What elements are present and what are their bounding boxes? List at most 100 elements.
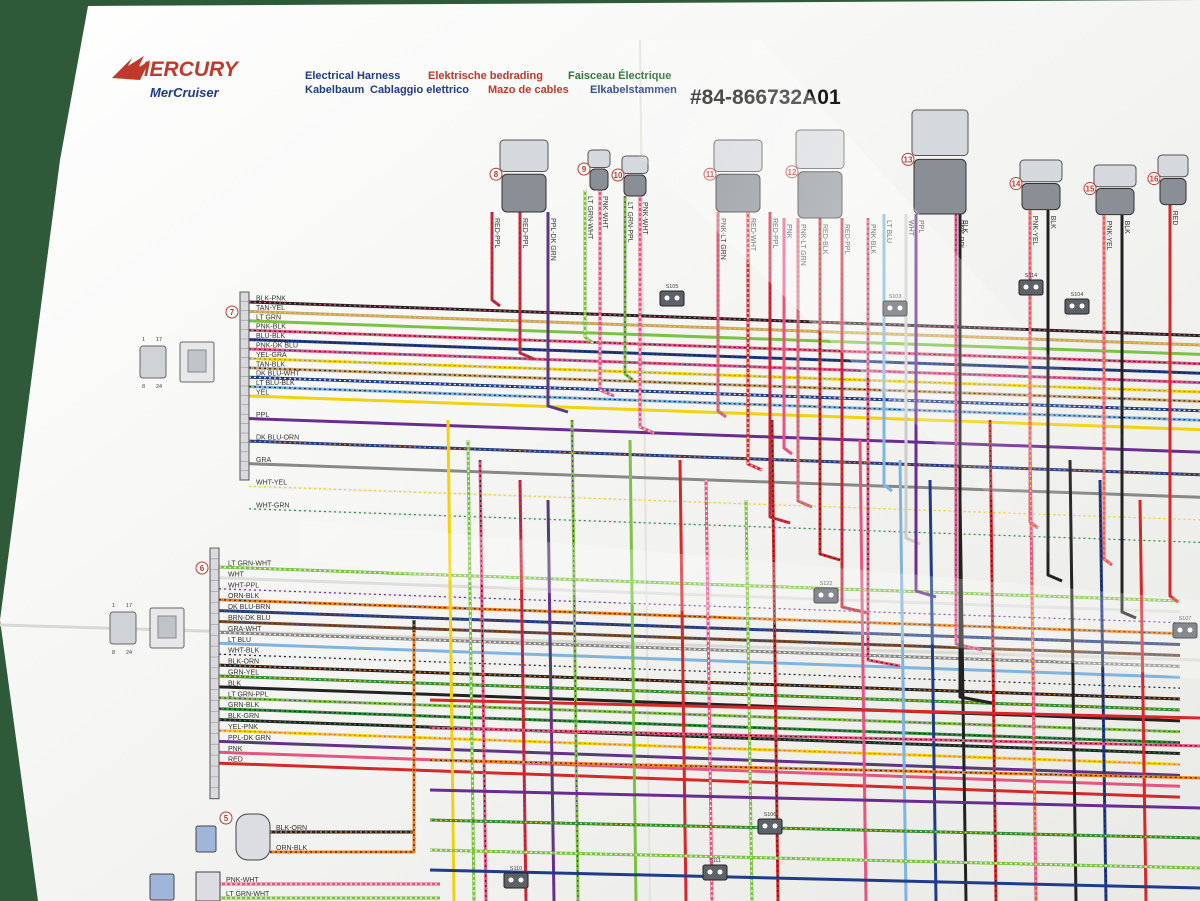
wire-label: PNK-YEL bbox=[1105, 221, 1112, 251]
wire-yel-pnk bbox=[218, 729, 1181, 766]
wire-label: PNK-BLK bbox=[256, 324, 286, 331]
splice-s106: S106 bbox=[757, 812, 783, 835]
wire-label: WHT-BLK bbox=[228, 648, 259, 655]
harness-run-6 bbox=[429, 868, 1200, 890]
harness-run-1 bbox=[429, 726, 1200, 748]
pin-range-bottom-end: 24 bbox=[156, 384, 162, 390]
wire-label: PNK-LT GRN bbox=[719, 218, 726, 260]
drop-wire-12-1 bbox=[796, 218, 813, 509]
wire-label: LT BLU bbox=[228, 637, 251, 644]
pin-strip bbox=[209, 547, 220, 800]
wire-label: PNK-DK BLU bbox=[256, 343, 298, 350]
pin-block-icon bbox=[1021, 183, 1061, 211]
plug-housing-icon bbox=[911, 109, 969, 156]
wire-label: TAN-YEL bbox=[256, 305, 285, 312]
wire-tan-yel bbox=[248, 309, 1200, 347]
wire-label: DK BLU-ORN bbox=[256, 435, 299, 442]
wire-lt-blu bbox=[218, 641, 1181, 679]
wire-pnk bbox=[218, 750, 1181, 788]
trunk-wire-11 bbox=[858, 439, 868, 901]
plug-housing-icon bbox=[1157, 154, 1189, 178]
plug-housing-icon bbox=[621, 155, 649, 174]
connector-number-badge bbox=[195, 561, 209, 575]
harness-run-5 bbox=[429, 848, 1200, 870]
pin-block-icon bbox=[1095, 188, 1135, 216]
wire-label: BLK bbox=[1123, 221, 1130, 235]
wire-label: DK BLU-WHT bbox=[256, 371, 300, 378]
pin-range-bottom-end: 24 bbox=[126, 650, 132, 656]
wire-label: GRA bbox=[256, 457, 272, 464]
trunk-wire-9 bbox=[744, 499, 754, 901]
plug-housing-icon bbox=[499, 139, 549, 172]
splice-s111: S111 bbox=[702, 858, 728, 881]
wire-label: GRA-WHT bbox=[228, 626, 262, 633]
drop-wire-8-1 bbox=[518, 212, 535, 361]
harness-run-4 bbox=[429, 818, 1200, 840]
plug-icon bbox=[139, 341, 215, 383]
wire-label: RED bbox=[228, 757, 243, 764]
wire-label: RED bbox=[1171, 211, 1178, 226]
wire-label: BLK bbox=[1049, 216, 1056, 230]
trunk-wire-8 bbox=[704, 479, 714, 901]
wire-label: PPL-DK GRN bbox=[228, 735, 271, 742]
pin-block-icon bbox=[501, 173, 547, 213]
harness-title-0: Electrical Harness bbox=[305, 70, 400, 82]
wire-label: PPL bbox=[256, 412, 269, 419]
splice-s114: S114 bbox=[1018, 273, 1044, 296]
trunk-wire-4 bbox=[546, 499, 556, 901]
wire-label: BLU-BLK bbox=[256, 333, 286, 340]
wire-label: BLK bbox=[228, 680, 242, 687]
wire-label: BLK-PNK bbox=[256, 296, 286, 303]
plug-housing-icon bbox=[1019, 159, 1063, 183]
trunk-wire-1 bbox=[466, 439, 476, 901]
plug-housing-icon bbox=[1093, 164, 1137, 188]
wire-label: PNK-WHT bbox=[601, 196, 608, 229]
drop-wire-9-1 bbox=[598, 190, 615, 398]
trunk-wire-12 bbox=[898, 459, 908, 901]
wire-label: PNK-WHT bbox=[226, 877, 259, 884]
wire-grn-blk bbox=[218, 707, 1181, 745]
wire-label: YEL-GRA bbox=[256, 352, 287, 359]
connector-number: 6 bbox=[200, 564, 205, 573]
pin-range-top-end: 17 bbox=[126, 603, 132, 609]
drop-wire-10-0 bbox=[623, 196, 634, 382]
splice-label: S104 bbox=[1071, 292, 1084, 298]
fold-line bbox=[0, 623, 1200, 662]
connector-number: 8 bbox=[494, 170, 499, 179]
pin-block-icon bbox=[913, 158, 967, 215]
pin-range-top-end: 17 bbox=[156, 337, 162, 343]
plug-icon bbox=[109, 607, 185, 649]
connector-number: 15 bbox=[1086, 185, 1095, 194]
wire-label: BLK-ORN bbox=[228, 659, 259, 666]
plug-housing-icon bbox=[587, 149, 611, 168]
wire-label: WHT bbox=[228, 571, 245, 578]
wire-grn-yel bbox=[218, 674, 1181, 712]
wire-brn-dk-blu bbox=[218, 620, 1181, 657]
wire-lt-grn-ppl bbox=[218, 696, 1181, 734]
trunk-wire-14 bbox=[958, 499, 968, 901]
harness-run-0 bbox=[429, 698, 1200, 720]
drop-wire-10-1 bbox=[638, 196, 655, 435]
drop-wire-8-2 bbox=[546, 212, 569, 414]
splice-label: S105 bbox=[666, 284, 679, 290]
harness-title-1: Elektrische bedrading bbox=[428, 70, 543, 82]
harness-subtitle-1: Cablaggio elettrico bbox=[370, 84, 469, 96]
harness-run-2 bbox=[429, 758, 1200, 780]
wire-ppl-dk-grn bbox=[218, 739, 1181, 777]
splice-s104: S104 bbox=[1064, 292, 1090, 315]
splice-s105: S105 bbox=[659, 284, 685, 307]
wire-label: TAN-BLK bbox=[256, 361, 285, 368]
connector-number-badge bbox=[225, 305, 239, 319]
connector-number: 7 bbox=[230, 308, 235, 317]
brand-name: MERCURY bbox=[132, 58, 240, 81]
wire-label: LT GRN-WHT bbox=[228, 561, 272, 568]
